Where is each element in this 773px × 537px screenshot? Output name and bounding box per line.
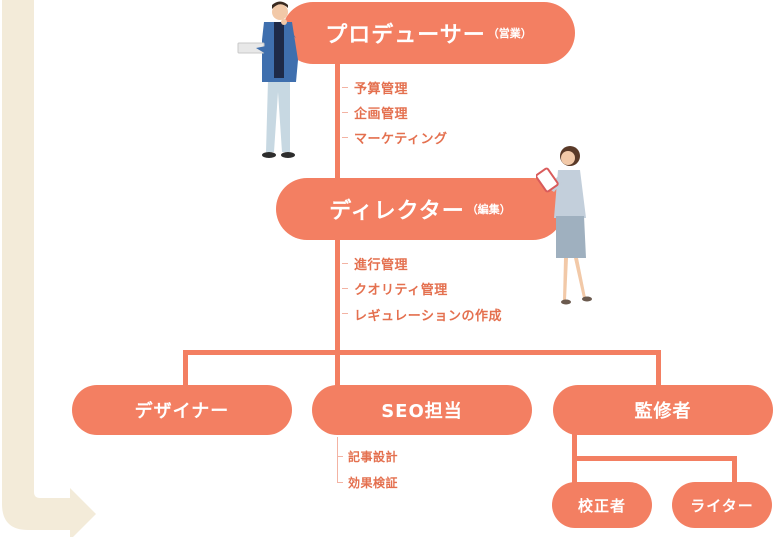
woman-with-tablet-illustration-icon (536, 146, 592, 305)
seo-task-tick-1 (337, 456, 343, 457)
director-task-2: クオリティ管理 (354, 283, 448, 298)
producer-task-tick-3 (342, 137, 348, 138)
director-task-1: 進行管理 (354, 258, 409, 273)
connector-supervisor-horizontal (572, 456, 737, 461)
writer-box: ライター (672, 482, 772, 528)
connector-horizontal-left-corner (183, 350, 188, 388)
director-task-tick-3 (342, 313, 348, 314)
seo-task-bracket (337, 437, 338, 483)
director-box: ディレクター（編集） (276, 178, 564, 240)
seo-task-1: 記事設計 (348, 450, 399, 464)
seo-box: SEO担当 (312, 385, 532, 435)
producer-task-tick-1 (342, 87, 348, 88)
director-title: ディレクター (329, 199, 465, 224)
producer-sub: （営業） (487, 27, 532, 40)
designer-box: デザイナー (72, 385, 292, 435)
supervisor-title: 監修者 (634, 401, 692, 422)
director-task-3: レギュレーションの作成 (354, 309, 502, 324)
designer-title: デザイナー (134, 401, 230, 422)
director-task-tick-2 (342, 288, 348, 289)
flow-arrow-icon (2, 0, 96, 537)
man-with-laptop-illustration-icon (237, 1, 298, 158)
producer-box: プロデューサー（営業） (282, 2, 575, 64)
producer-task-tick-2 (342, 112, 348, 113)
connector-horizontal (183, 350, 661, 355)
seo-title: SEO担当 (381, 401, 463, 422)
proofreader-box: 校正者 (552, 482, 652, 528)
connector-director-down (335, 238, 340, 388)
director-task-tick-1 (342, 263, 348, 264)
producer-task-2: 企画管理 (354, 107, 409, 122)
producer-task-1: 予算管理 (354, 82, 409, 97)
producer-title: プロデューサー (325, 23, 486, 48)
director-sub: （編集） (466, 203, 511, 216)
seo-task-2: 効果検証 (348, 476, 399, 490)
connector-producer-director (335, 60, 340, 180)
supervisor-box: 監修者 (553, 385, 773, 435)
producer-task-3: マーケティング (354, 132, 448, 147)
connector-horizontal-right-corner (656, 350, 661, 388)
seo-task-tick-2 (337, 482, 343, 483)
connector-writer-corner (732, 456, 737, 486)
writer-title: ライター (690, 496, 754, 515)
proofreader-title: 校正者 (577, 496, 626, 515)
